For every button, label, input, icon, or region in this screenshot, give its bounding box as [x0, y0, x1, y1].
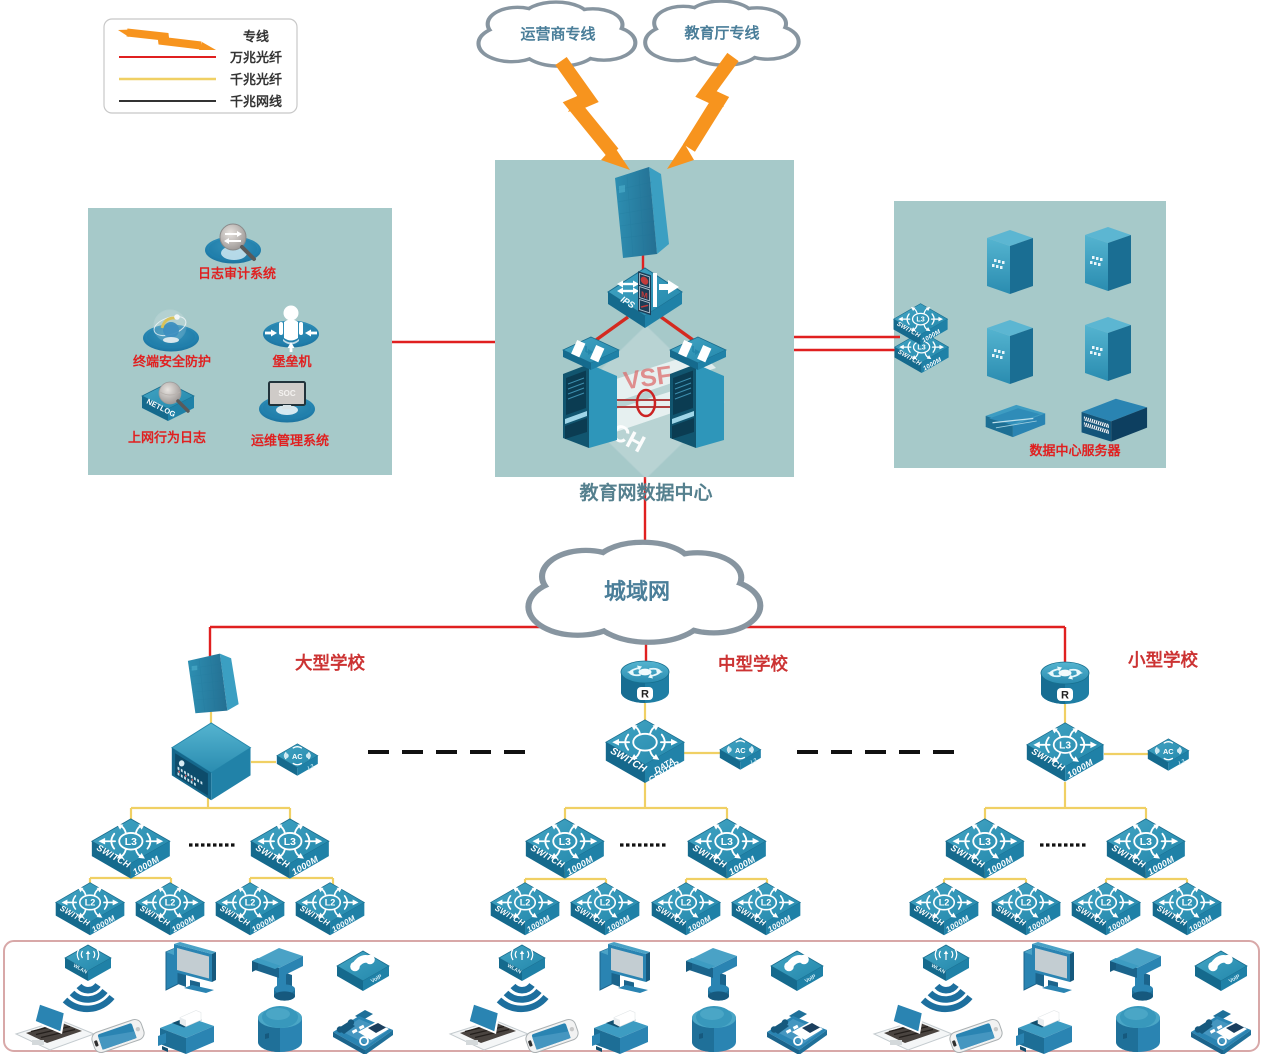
svg-text:教育厅专线: 教育厅专线 [683, 24, 759, 42]
svg-text:城域网: 城域网 [604, 579, 670, 604]
svg-text:日志审计系统: 日志审计系统 [198, 266, 276, 281]
svg-text:教育网数据中心: 教育网数据中心 [579, 481, 712, 504]
svg-text:数据中心服务器: 数据中心服务器 [1029, 443, 1121, 458]
svg-text:千兆网线: 千兆网线 [230, 94, 282, 109]
svg-text:专线: 专线 [243, 29, 269, 44]
svg-text:运维管理系统: 运维管理系统 [251, 433, 329, 448]
svg-text:堡垒机: 堡垒机 [272, 354, 311, 369]
svg-text:大型学校: 大型学校 [295, 653, 365, 673]
svg-text:终端安全防护: 终端安全防护 [133, 354, 211, 369]
svg-text:万兆光纤: 万兆光纤 [229, 50, 282, 65]
svg-text:运营商专线: 运营商专线 [520, 25, 595, 43]
svg-text:千兆光纤: 千兆光纤 [230, 72, 282, 87]
svg-text:小型学校: 小型学校 [1128, 650, 1198, 670]
svg-text:中型学校: 中型学校 [718, 654, 788, 674]
svg-text:上网行为日志: 上网行为日志 [128, 430, 206, 445]
